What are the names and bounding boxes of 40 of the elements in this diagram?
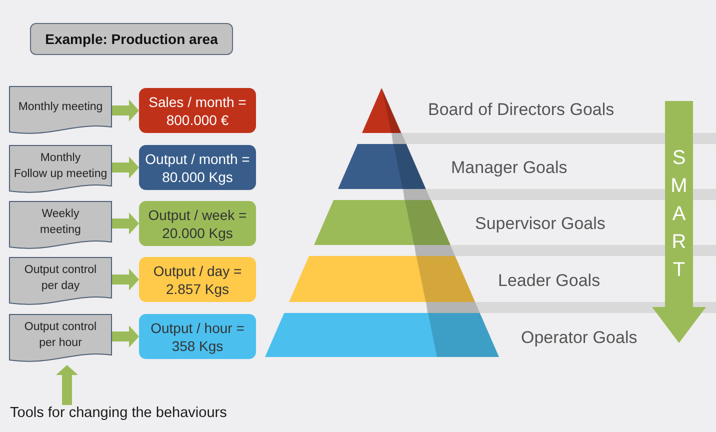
pyramid-layer (314, 200, 450, 245)
metric-label: Output / week = 20.000 Kgs (147, 206, 248, 242)
document-shape (9, 145, 112, 195)
metric-label: Output / hour = 358 Kgs (150, 318, 246, 354)
metric-box (139, 201, 256, 246)
arrow (56, 365, 78, 405)
document-shape (9, 86, 112, 136)
vertical-label: SMART (670, 146, 688, 283)
pyramid-layer (288, 256, 476, 302)
arrow (112, 212, 139, 234)
document-shape (9, 257, 112, 307)
layer-label: Supervisor Goals (475, 214, 606, 234)
metric-box (139, 88, 256, 133)
pyramid-layer (362, 88, 402, 133)
metric-label: Output / day = 2.857 Kgs (152, 262, 243, 298)
document-label: Monthly meeting (18, 100, 103, 115)
title-box (30, 23, 233, 55)
arrow (112, 326, 139, 348)
document-label: Weekly meeting (40, 207, 81, 238)
pyramid-layer (265, 313, 499, 357)
document-label: Output control per hour (24, 320, 97, 351)
arrow (112, 100, 139, 122)
metric-box (139, 314, 256, 359)
arrow (112, 156, 139, 178)
caption-text: Tools for changing the behaviours (10, 405, 227, 421)
document-label: Output control per day (24, 263, 97, 294)
layer-label: Operator Goals (521, 328, 638, 348)
layer-label: Manager Goals (451, 158, 568, 178)
document-label: Monthly Follow up meeting (14, 151, 108, 182)
title-text: Example: Production area (45, 31, 218, 47)
metric-label: Output / month = 80.000 Kgs (144, 150, 251, 186)
pyramid-layer (338, 144, 426, 189)
metric-box (139, 257, 256, 302)
document-shape (9, 201, 112, 251)
layer-label: Board of Directors Goals (428, 100, 614, 120)
metric-label: Sales / month = 800.000 € (148, 92, 248, 128)
document-shape (9, 314, 112, 364)
block-arrow (652, 101, 706, 343)
arrow (112, 268, 139, 290)
layer-label: Leader Goals (498, 271, 600, 291)
